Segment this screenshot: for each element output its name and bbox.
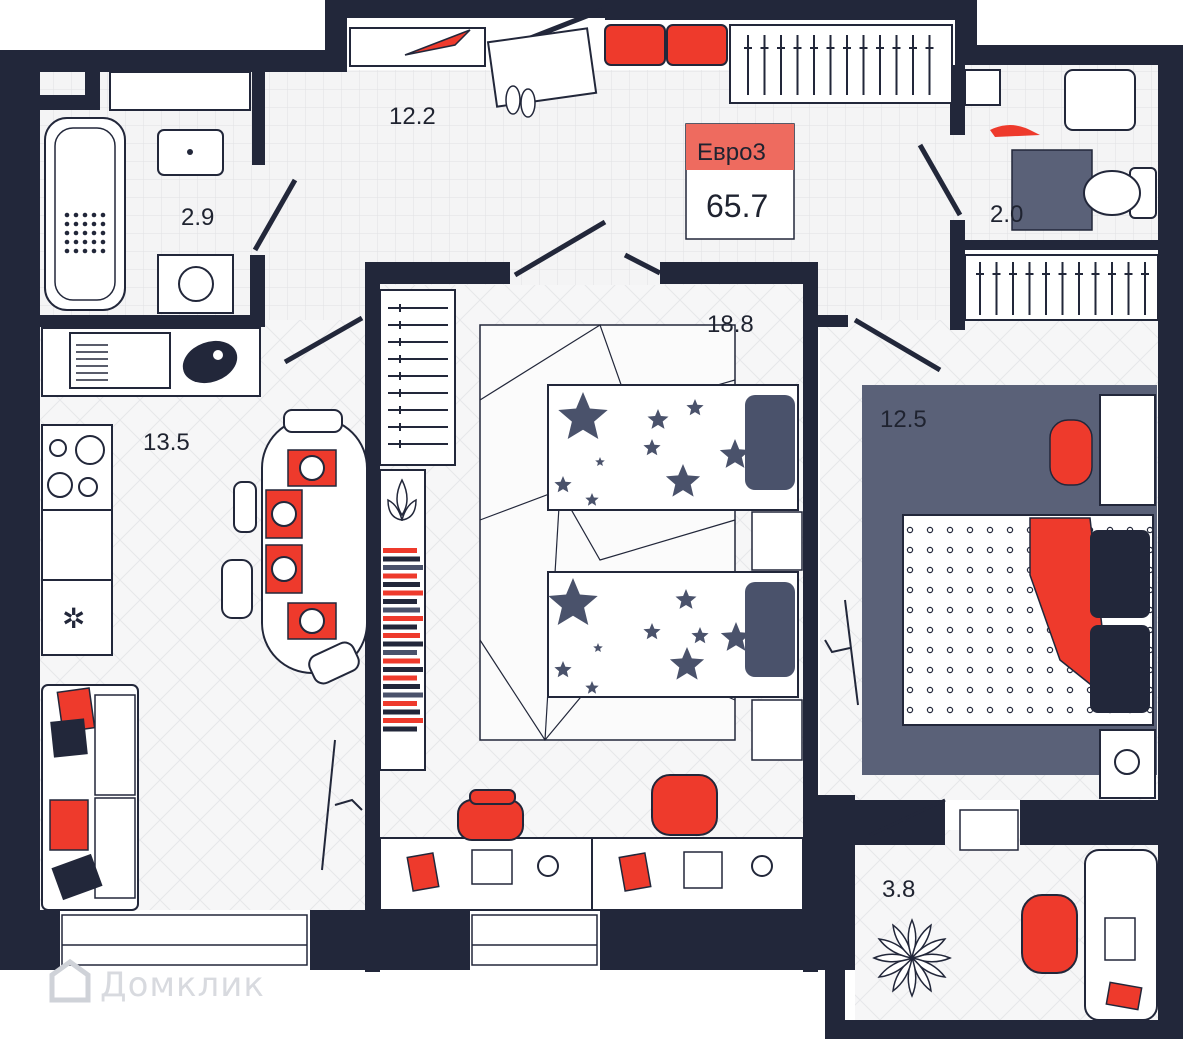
hangers [976, 262, 1149, 315]
apartment-badge: Евро3 65.7 [685, 123, 795, 240]
kids-room-area-label: 18.8 [707, 311, 754, 338]
star-icon [548, 578, 598, 625]
bed-2 [547, 571, 799, 698]
bed-1 [547, 384, 799, 511]
washer-drum-icon [178, 266, 214, 302]
plant-icon [387, 478, 417, 521]
desk [379, 837, 804, 911]
balcony-chair [1021, 894, 1078, 974]
stove-icon [47, 435, 105, 498]
hallway-area-label: 12.2 [389, 103, 436, 130]
bathroom-area-label: 2.9 [181, 204, 214, 231]
sofa [41, 684, 139, 911]
kitchen-area-label: 13.5 [143, 429, 190, 456]
bathroom-shelf [109, 71, 251, 111]
wc-sink [1064, 69, 1136, 131]
hall-wardrobe [729, 24, 953, 104]
kitchen-lower-cabinets [41, 424, 113, 656]
wc-mat [1011, 149, 1093, 231]
watermark-text: Домклик [100, 965, 265, 1005]
star-icons [548, 392, 752, 694]
kitchen-drainer [76, 344, 108, 381]
apartment-type-label: Евро3 [697, 139, 766, 166]
nightstand-1 [751, 511, 803, 571]
bedroom-area-label: 12.5 [880, 406, 927, 433]
kids-wardrobe [379, 289, 456, 466]
books [383, 548, 423, 732]
drain-dots [64, 212, 106, 254]
bedroom-nightstand [1099, 729, 1156, 799]
wc-shelf [964, 69, 1001, 106]
bedroom-tv-icon [824, 599, 859, 706]
star-icon [595, 457, 605, 466]
plant-icon [872, 918, 952, 998]
cutting-board-icon [182, 340, 238, 384]
star-icon [669, 647, 705, 680]
star-icon [720, 622, 752, 651]
star-icon [647, 409, 669, 429]
windows [61, 809, 1019, 966]
balcony-desk [1084, 849, 1158, 1021]
star-icon [554, 476, 572, 493]
toilet [1083, 167, 1157, 219]
freezer-icon: ✲ [62, 602, 85, 635]
house-logo-icon [49, 958, 91, 1003]
door-mat [486, 27, 598, 108]
hangers [744, 35, 934, 95]
nightstand-2 [751, 699, 803, 761]
slippers-icon [990, 125, 1040, 137]
star-icon [593, 643, 603, 652]
bedroom-dresser [1099, 394, 1156, 506]
star-icon [675, 589, 697, 609]
apartment-total-area: 65.7 [706, 188, 768, 224]
kitchen-sink [69, 332, 171, 389]
desk-chairs [457, 774, 718, 841]
desk-lamp-icon [751, 855, 773, 877]
star-icon [585, 493, 599, 506]
star-icon [719, 439, 751, 468]
watermark: Домклик [49, 958, 265, 1005]
balcony-area-label: 3.8 [882, 876, 915, 903]
vanity-stool [1049, 419, 1093, 486]
star-icon [585, 681, 599, 694]
washing-machine [157, 254, 234, 314]
star-icon [558, 392, 608, 439]
desk-lamp-icon [537, 855, 559, 877]
umbrella-icon [404, 29, 471, 56]
double-bed [902, 514, 1154, 726]
shoes-icon [505, 85, 536, 118]
hangers [388, 304, 448, 448]
lamp-icon [1114, 749, 1140, 775]
star-icon [686, 399, 704, 416]
star-icon [643, 439, 661, 456]
tv-icon [321, 739, 363, 871]
star-icon [554, 661, 572, 678]
hall-poufs [604, 24, 728, 66]
doors [252, 7, 963, 837]
star-icon [665, 464, 701, 497]
sink-drain-icon [187, 149, 193, 155]
dining-table [261, 417, 368, 674]
wc-area-label: 2.0 [990, 201, 1023, 228]
dining-chairs [221, 409, 360, 685]
star-icon [691, 627, 709, 644]
star-icon [643, 623, 661, 640]
